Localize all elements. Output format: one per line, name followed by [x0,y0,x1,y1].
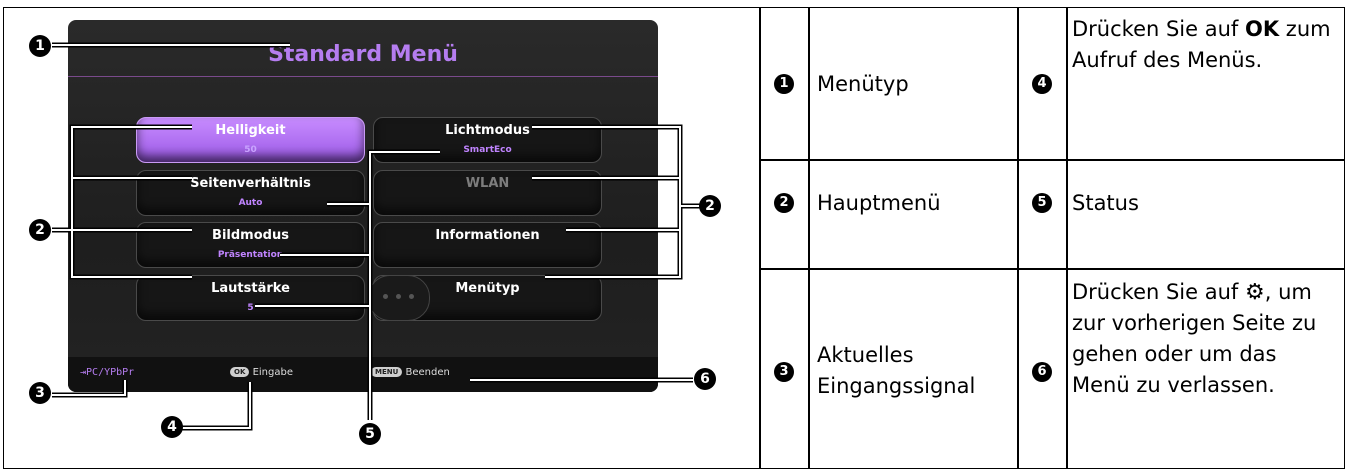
menu-tile-label: Bildmodus [212,228,289,243]
menu-tile-information[interactable]: Informationen [373,222,602,268]
legend-column-divider [1017,7,1019,469]
callout-4-marker: 4 [161,416,183,438]
menu-tile-brightness[interactable]: Helligkeit 50 [136,117,365,163]
legend-row-divider [759,159,1345,161]
menu-tile-label: WLAN [465,176,510,191]
legend-number: 6 [1032,362,1052,382]
menu-tile-value: SmartEco [463,145,512,155]
callout-5-marker: 5 [359,423,381,445]
legend-term: Hauptmenü [817,191,941,215]
callout-3-marker: 3 [29,382,51,404]
menu-tile-label: Seitenverhältnis [190,176,311,191]
ok-hint-label: Eingabe [252,367,293,378]
legend-number: 2 [774,193,794,213]
menu-hint: MENU Beenden [371,367,450,378]
menu-tile-label: Lichtmodus [445,123,530,138]
input-source-label: PC/YPbPr [86,367,135,378]
osd-footer: ⇥PC/YPbPr OK Eingabe MENU Beenden [68,357,658,392]
ok-hint: OK Eingabe [230,367,293,378]
figure-frame [3,7,1345,469]
legend-column-divider [1066,7,1068,469]
osd-menu-title: Standard Menü [268,42,458,67]
menu-tile-label: Helligkeit [215,123,286,138]
menu-tile-label: Lautstärke [211,281,290,296]
menu-tile-volume[interactable]: Lautstärke 5 [136,275,365,321]
menu-key-badge: MENU [371,367,403,377]
osd-title-separator [68,76,658,77]
legend-term: Menütyp [817,72,909,96]
callout-1-marker: 1 [29,35,51,57]
menu-tile-value: 5 [247,303,254,313]
menu-tile-label: Informationen [435,228,540,243]
callout-2-marker: 2 [699,195,721,217]
more-dots-icon [368,275,430,321]
ok-key-label: OK [1244,17,1280,41]
legend-description-text: Drücken Sie auf [1072,280,1245,304]
legend-description: Status [1072,191,1139,215]
menu-tile-label: Menütyp [455,281,520,296]
menu-hint-label: Beenden [405,367,450,378]
callout-6-marker: 6 [694,368,716,390]
legend-description: Drücken Sie auf OK zum Aufruf des Menüs. [1072,14,1340,76]
legend-number: 5 [1032,193,1052,213]
legend-description-text: zum Aufruf des Menüs. [1072,17,1331,72]
menu-tile-value: Auto [238,198,263,208]
legend-number: 3 [774,362,794,382]
callout-leader-lines [52,42,700,431]
settings-gear-icon: ⚙ [1244,280,1265,305]
legend-description-text: , um zur vorherigen Seite zu gehen oder … [1072,280,1317,397]
menu-tile-aspect-ratio[interactable]: Seitenverhältnis Auto [136,170,365,216]
legend-description: Drücken Sie auf ⚙, um zur vorherigen Sei… [1072,277,1340,401]
legend-row-divider [759,268,1345,270]
legend-number: 4 [1032,74,1052,94]
figure-divider [759,7,761,469]
ok-key-badge: OK [230,367,250,377]
menu-tile-value: Präsentation [217,250,284,260]
input-arrow-icon: ⇥ [80,367,87,378]
legend-number: 1 [774,74,794,94]
legend-column-divider [808,7,810,469]
legend-description-text: Drücken Sie auf [1072,17,1245,41]
input-source-indicator: ⇥PC/YPbPr [80,367,134,378]
legend-term: Aktuelles Eingangssignal [817,343,976,398]
menu-tile-value: 50 [244,145,257,155]
callout-2-marker: 2 [29,219,51,241]
